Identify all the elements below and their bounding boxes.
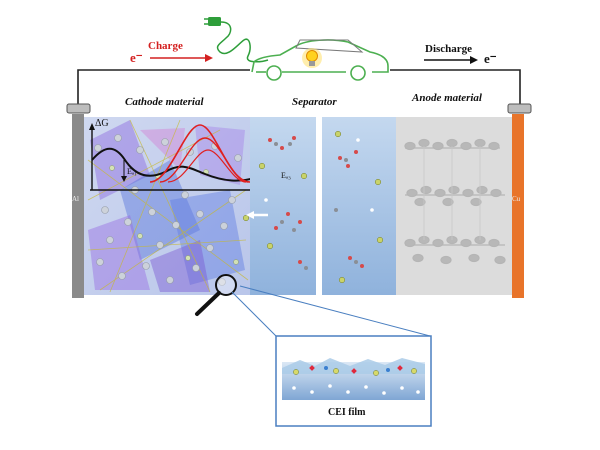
anode-label: Anode material xyxy=(412,92,482,104)
cu-label: Cu xyxy=(512,195,521,203)
car-icon xyxy=(251,39,389,81)
ea-right-label: Eₐ₃ xyxy=(281,171,291,180)
electron-left-label: e⁻ xyxy=(130,50,143,65)
discharge-arrow xyxy=(424,56,478,64)
separator-membrane xyxy=(316,117,322,295)
al-label: Al xyxy=(72,195,79,203)
cathode-label: Cathode material xyxy=(125,96,204,108)
ea-left-label: Eₐ₁ xyxy=(127,167,137,176)
cathode-terminal xyxy=(66,103,91,114)
circuit-wire xyxy=(77,69,521,108)
aluminum-collector xyxy=(72,114,84,298)
charge-label: Charge xyxy=(148,40,183,52)
electrolyte-molecules xyxy=(242,130,384,284)
electron-right-label: e⁻ xyxy=(484,51,497,66)
delta-g-label: ΔG xyxy=(95,118,109,129)
separator-label: Separator xyxy=(292,96,337,108)
cathode-lattice xyxy=(87,119,249,293)
anode-terminal xyxy=(507,103,532,114)
ion-migration-arrow xyxy=(246,211,268,219)
zoom-lines xyxy=(231,285,431,337)
magnifier-icon xyxy=(195,274,237,316)
copper-collector xyxy=(512,114,524,298)
cei-film-label: CEI film xyxy=(328,407,366,418)
plug-icon xyxy=(204,17,269,63)
charge-arrow xyxy=(150,54,213,62)
cei-inset xyxy=(275,335,432,427)
graphite-layers xyxy=(404,138,506,265)
discharge-label: Discharge xyxy=(425,43,473,55)
electrolyte-right xyxy=(322,117,396,295)
lightbulb-icon xyxy=(302,48,322,68)
